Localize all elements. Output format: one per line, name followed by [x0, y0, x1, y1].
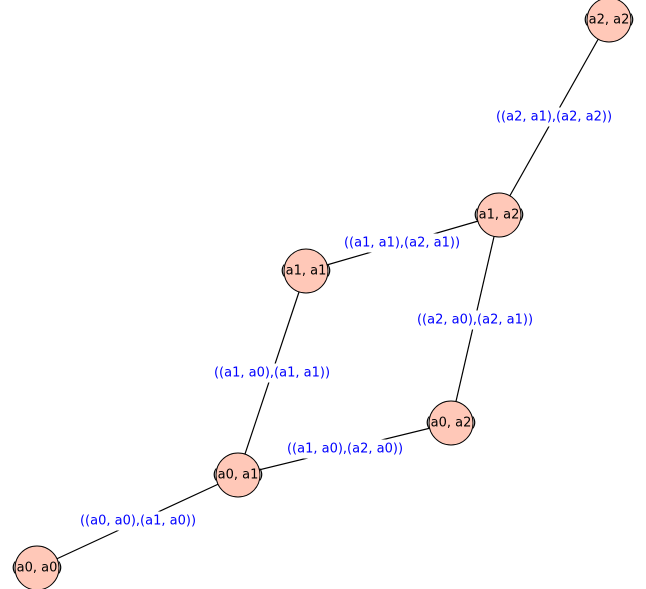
node-a0a2: (a0, a2): [426, 400, 477, 446]
edge-label-group: ((a1, a0),(a1, a1)): [210, 363, 334, 383]
node-circle: [476, 192, 522, 238]
node-circle: [215, 452, 261, 498]
edges-layer: [36, 19, 610, 569]
node-label: (a1, a1): [281, 264, 332, 279]
node-label: (a0, a0): [12, 561, 63, 576]
nodes-layer: (a0, a0) (a0, a1) (a1, a1) (a0, a2) (a1, a2)…: [12, 0, 635, 589]
edge-label-background: [340, 233, 464, 253]
edge-label-group: ((a1, a0),(a2, a0)): [283, 439, 407, 459]
edge-label-group: ((a2, a0),(a2, a1)): [413, 310, 537, 330]
edge-label-group: ((a0, a0),(a1, a0)): [76, 511, 200, 531]
edge-labels-layer: ((a0, a0),(a1, a0)) ((a1, a0),(a1, a1)) ((…: [76, 107, 616, 531]
node-a1a1: (a1, a1): [281, 248, 332, 294]
node-label: (a0, a1): [213, 468, 264, 483]
edge-label: ((a1, a1),(a2, a1)): [344, 236, 460, 251]
node-circle: [586, 0, 632, 43]
node-a0a1: (a0, a1): [213, 452, 264, 498]
edge-label: ((a2, a0),(a2, a1)): [417, 313, 533, 328]
node-label: (a1, a2): [474, 208, 525, 223]
node-circle: [14, 545, 60, 589]
node-a1a2: (a1, a2): [474, 192, 525, 238]
edge-label-background: [283, 439, 407, 459]
node-label: (a2, a2): [584, 13, 635, 28]
node-a0a0: (a0, a0): [12, 545, 63, 589]
edge-label: ((a1, a0),(a2, a0)): [287, 442, 403, 457]
node-a2a2: (a2, a2): [584, 0, 635, 43]
edge-label-background: [210, 363, 334, 383]
edge-label-group: ((a1, a1),(a2, a1)): [340, 233, 464, 253]
edge-label: ((a0, a0),(a1, a0)): [80, 514, 196, 529]
edge-label-background: [492, 107, 616, 127]
node-circle: [428, 400, 474, 446]
edge-label: ((a2, a1),(a2, a2)): [496, 110, 612, 125]
edge-label-group: ((a2, a1),(a2, a2)): [492, 107, 616, 127]
edge-label: ((a1, a0),(a1, a1)): [214, 366, 330, 381]
edge-label-background: [413, 310, 537, 330]
edge-label-background: [76, 511, 200, 531]
node-label: (a0, a2): [426, 416, 477, 431]
node-circle: [283, 248, 329, 294]
